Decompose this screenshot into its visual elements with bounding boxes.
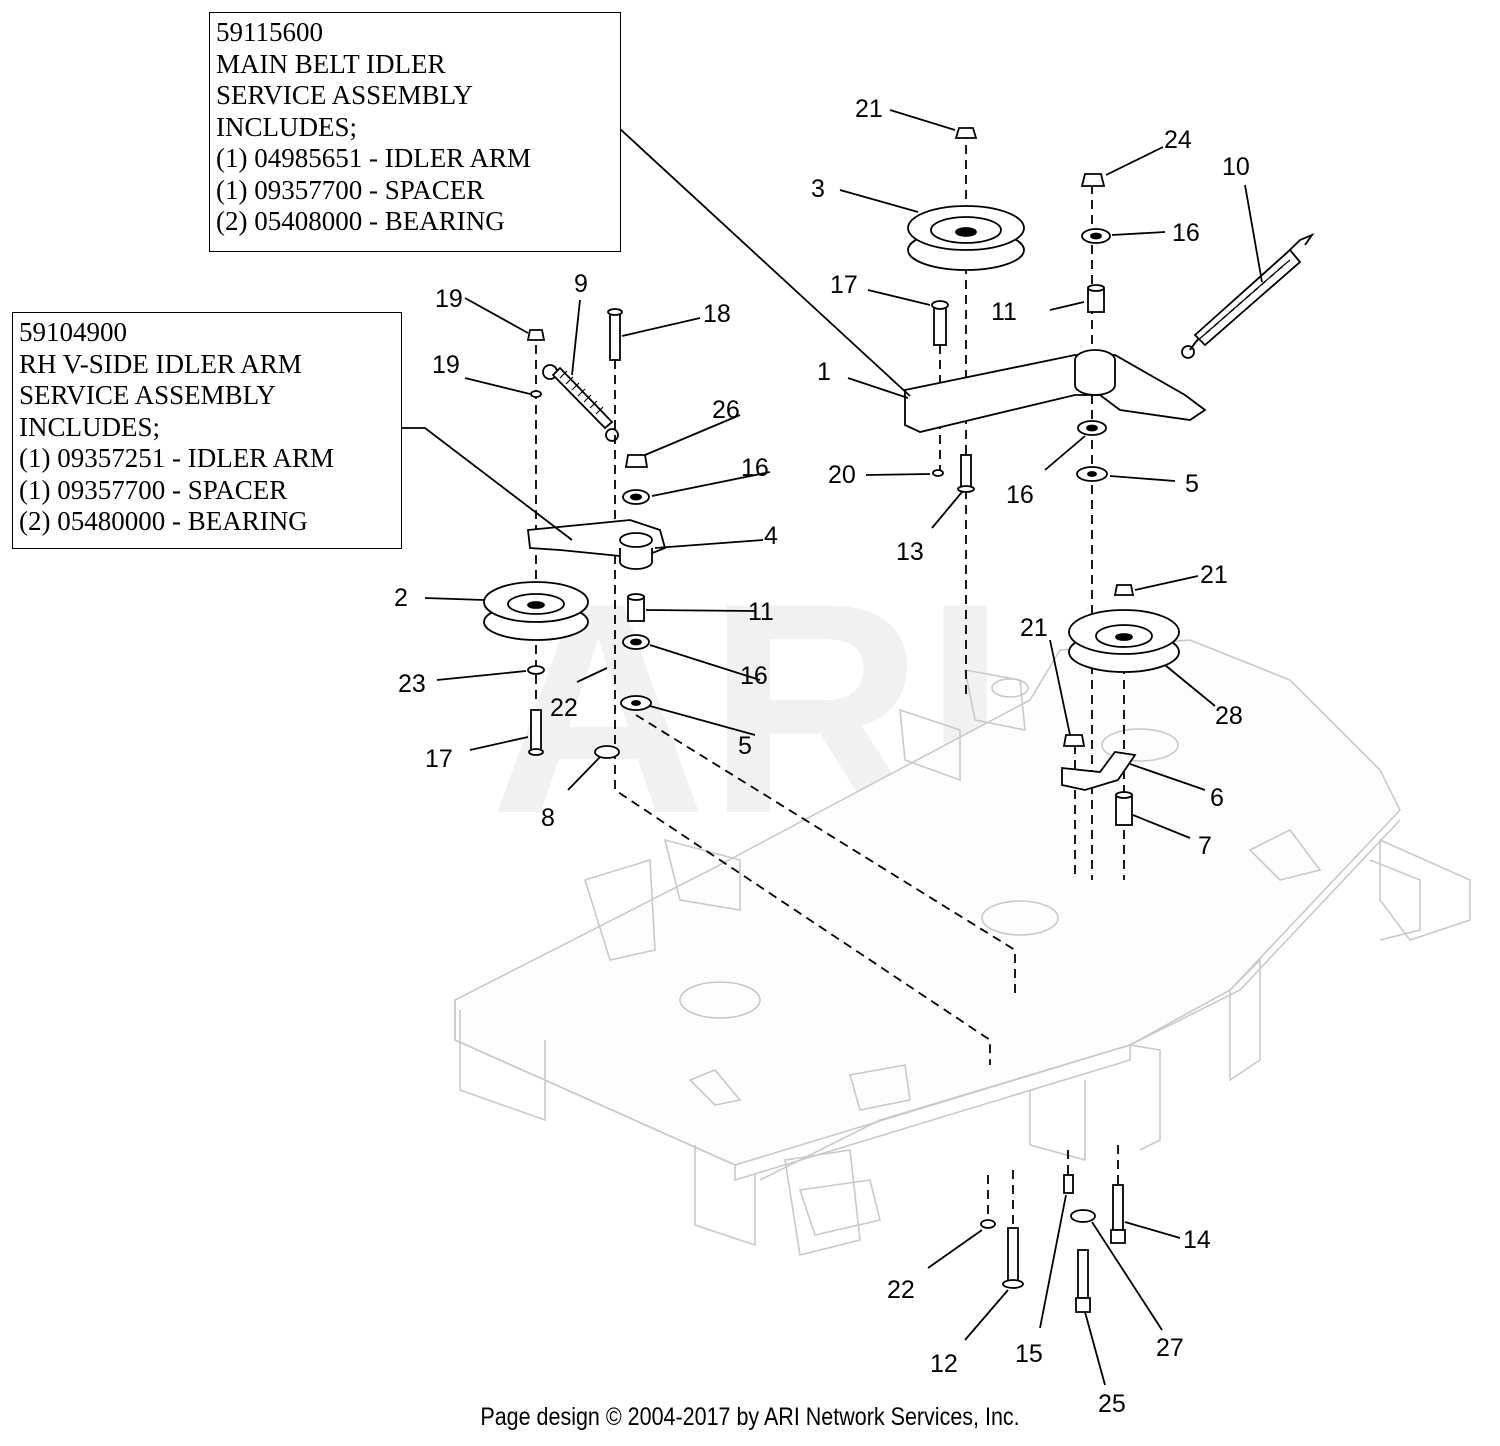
callout-22-bottom: 22	[887, 1276, 915, 1304]
box-line: (1) 09357700 - SPACER	[216, 174, 485, 205]
callout-6: 6	[1210, 784, 1224, 812]
callout-21-top: 21	[855, 95, 883, 123]
callout-21-lower: 21	[1020, 614, 1048, 642]
callout-4: 4	[764, 522, 778, 550]
callout-21-right: 21	[1200, 561, 1228, 589]
callout-13: 13	[896, 538, 924, 566]
mower-deck	[454, 639, 1471, 1256]
box-line: (1) 04985651 - IDLER ARM	[216, 143, 531, 173]
callout-10: 10	[1222, 153, 1250, 181]
callout-11-left: 11	[748, 598, 774, 626]
callout-16-top: 16	[1172, 219, 1200, 247]
leader-lines	[402, 109, 1263, 1386]
callout-12: 12	[930, 1350, 958, 1378]
box-line: (2) 05480000 - BEARING	[19, 506, 308, 536]
callout-16-left-top: 16	[741, 454, 769, 482]
callout-22-top: 22	[550, 694, 578, 722]
main-belt-idler-assembly-box: 59115600 MAIN BELT IDLER SERVICE ASSEMBL…	[209, 12, 621, 252]
callout-16-left-bottom: 16	[740, 662, 768, 690]
box-line: 59104900	[19, 317, 127, 347]
callout-24: 24	[1164, 126, 1192, 154]
callout-19-top: 19	[435, 285, 463, 313]
callout-25: 25	[1098, 1390, 1126, 1418]
callout-17-right: 17	[830, 271, 858, 299]
box-line: SERVICE ASSEMBLY	[216, 80, 473, 110]
callout-15: 15	[1015, 1340, 1043, 1368]
callout-18: 18	[703, 300, 731, 328]
callout-7: 7	[1198, 832, 1212, 860]
callout-20: 20	[828, 461, 856, 489]
parts	[483, 127, 1315, 1313]
box-line: INCLUDES;	[216, 111, 357, 142]
callout-8: 8	[541, 804, 555, 832]
copyright-footer: Page design © 2004-2017 by ARI Network S…	[480, 1403, 1020, 1431]
box-line: (1) 09357700 - SPACER	[19, 474, 288, 505]
box-line: (2) 05408000 - BEARING	[216, 206, 505, 236]
main-idler-arm	[904, 354, 1207, 433]
callout-labels: 21 3 24 10 16 17 11 1 20 16 5 13 21 21 2…	[394, 95, 1250, 1418]
callout-9: 9	[574, 270, 588, 298]
box-line: (1) 09357251 - IDLER ARM	[19, 443, 334, 473]
callout-17-left: 17	[425, 745, 453, 773]
callout-11-top: 11	[991, 298, 1017, 326]
callout-28: 28	[1215, 702, 1243, 730]
callout-26: 26	[712, 396, 740, 424]
box-line: 59115600	[216, 17, 323, 47]
callout-19-lower: 19	[432, 351, 460, 379]
callout-2: 2	[394, 584, 408, 612]
callout-5-right: 5	[1185, 470, 1199, 498]
callout-1: 1	[817, 358, 831, 386]
callout-16-mid: 16	[1006, 481, 1034, 509]
box-line: RH V-SIDE IDLER ARM	[19, 348, 302, 379]
bracket-6	[1061, 751, 1137, 791]
rh-vside-idler-assembly-box: 59104900 RH V-SIDE IDLER ARM SERVICE ASS…	[12, 312, 402, 549]
callout-23: 23	[398, 670, 426, 698]
callout-3: 3	[811, 175, 825, 203]
box-line: INCLUDES;	[19, 411, 160, 442]
callout-5-left: 5	[738, 732, 752, 760]
callout-14: 14	[1183, 1226, 1211, 1254]
box-line: SERVICE ASSEMBLY	[19, 380, 276, 410]
box-line: MAIN BELT IDLER	[216, 48, 446, 79]
callout-27: 27	[1156, 1334, 1184, 1362]
